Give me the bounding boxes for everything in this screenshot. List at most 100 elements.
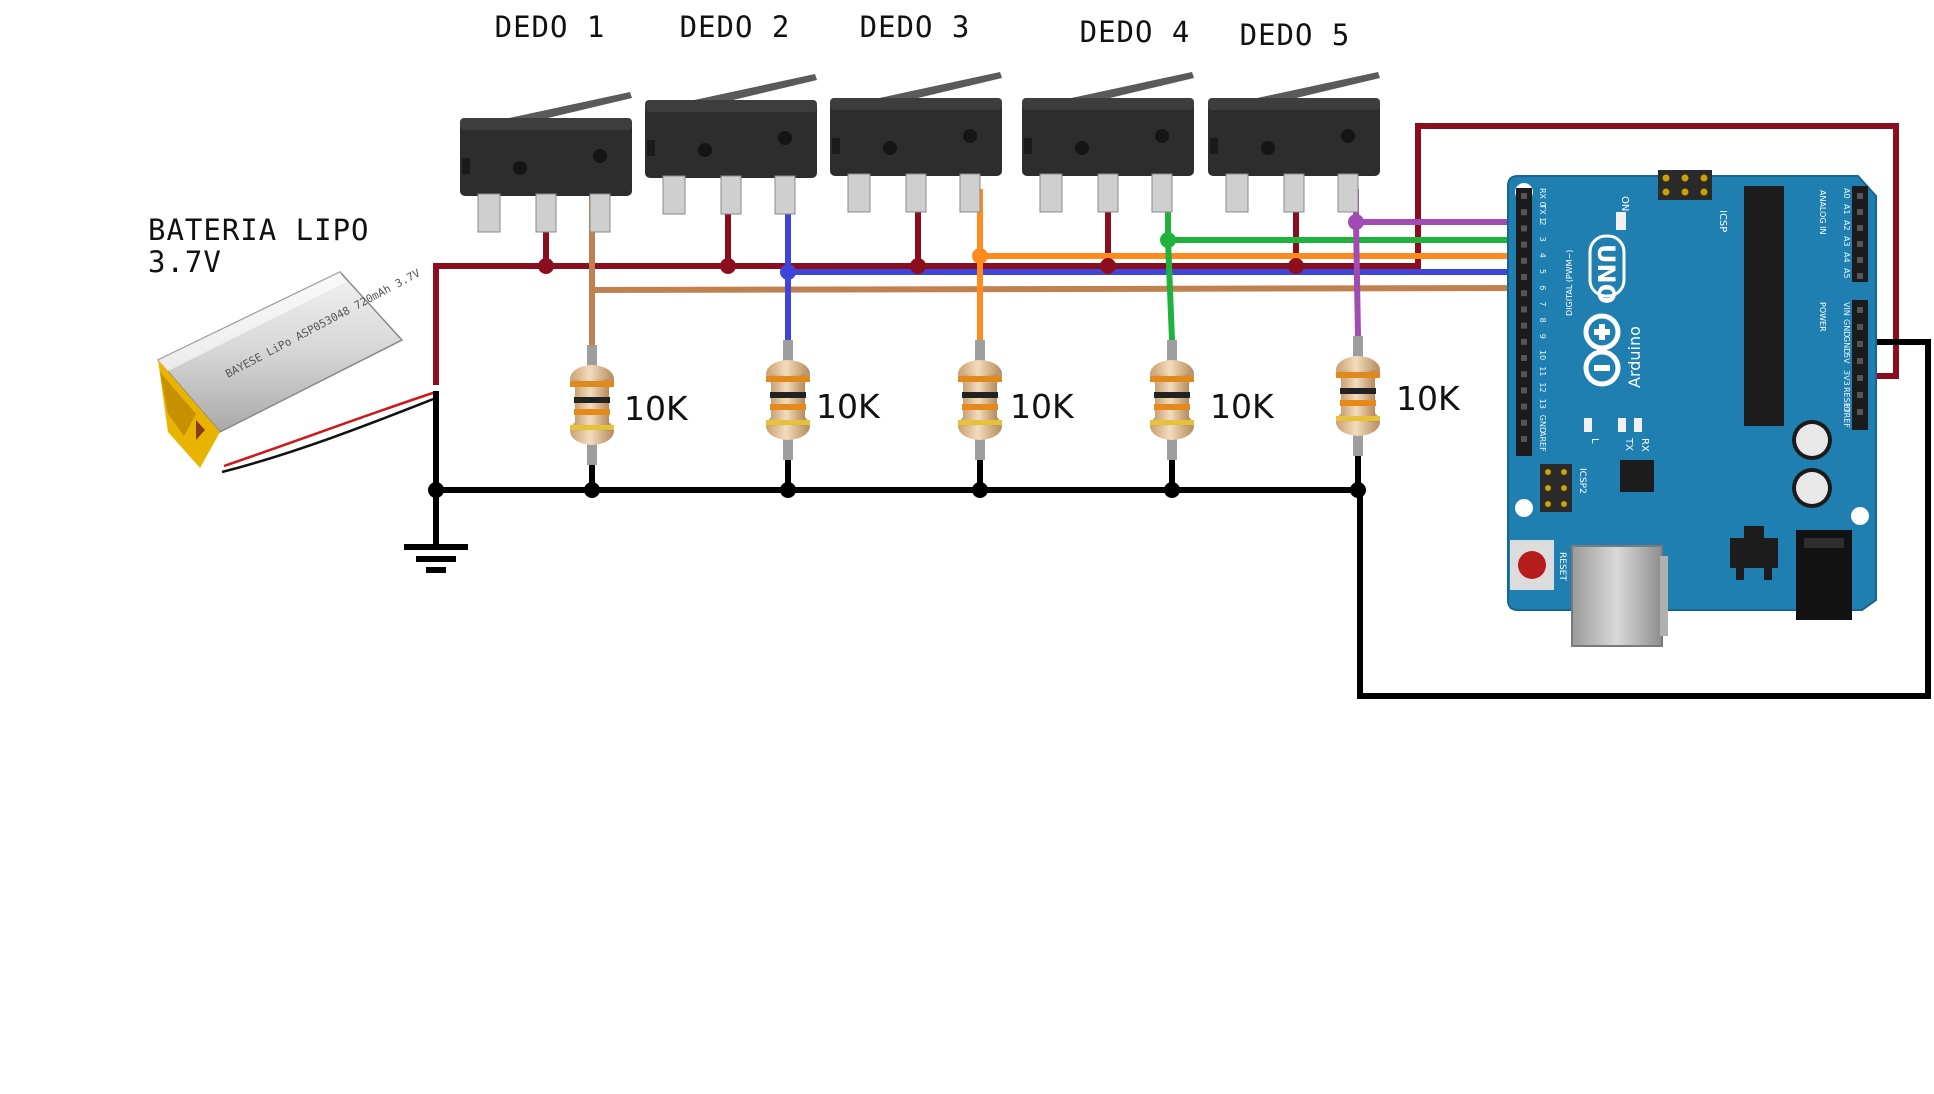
reset-button[interactable] [1518,551,1546,579]
vcc-junction-2 [720,258,736,274]
digital-pin-label: 4 [1538,253,1547,258]
ground-symbol [404,544,468,573]
digital-pin-label: 12 [1538,382,1547,392]
analog-pin [1857,257,1863,263]
digital-pin-label: 6 [1538,285,1547,290]
power-pin-label: RESET [1842,387,1851,413]
limit-switch-3 [829,71,1003,213]
resistor-value-5: 10K [1396,379,1461,418]
analog-pin [1857,225,1863,231]
power-pin-label: VIN [1842,302,1851,316]
signal-wire-5-to-resistor [1352,218,1362,340]
reset-label: RESET [1557,552,1567,581]
analog-pin-label: A3 [1842,236,1851,247]
on-label: ON [1619,196,1630,211]
power-header-label: POWER [1818,302,1827,332]
icsp-label: ICSP [1717,210,1728,232]
vcc-junction-5 [1288,258,1304,274]
battery-voltage: 3.7V [148,245,222,279]
digital-pin-label: TX 1 [1538,203,1547,222]
power-pin [1857,341,1863,347]
switch-label-1: DEDO 1 [495,10,606,44]
resistor-2 [766,340,810,460]
vcc-junction-3 [910,258,926,274]
limit-switch-1 [459,91,633,233]
resistor-4 [1150,340,1194,460]
resistor-5 [1336,336,1380,456]
vcc-junction-1 [538,258,554,274]
digital-pin [1521,436,1527,442]
signal-junction-2 [780,264,796,280]
signal-wire-4-to-resistor [1164,236,1176,344]
analog-pin [1857,241,1863,247]
switch-label-5: DEDO 5 [1240,18,1351,52]
digital-pin [1521,338,1527,345]
analog-pin-label: A5 [1842,268,1851,279]
digital-pin-label: 3 [1538,237,1547,242]
resistor-value-1: 10K [624,389,689,428]
digital-pin-label: 9 [1538,334,1547,339]
power-pin-label: IOREF [1842,404,1851,428]
resistor-value-3: 10K [1010,387,1075,426]
power-pin [1857,358,1863,364]
digital-pin [1521,419,1527,426]
gnd-junction-battery [428,482,444,498]
digital-pin [1521,257,1527,264]
usb-port [1571,545,1663,647]
digital-pin-label: 11 [1538,366,1547,376]
limit-switch-4 [1021,71,1195,213]
digital-pin-label: 13 [1538,399,1547,409]
gnd-junction-5 [1350,482,1366,498]
l-led-label: L [1589,438,1600,444]
vcc-junction-4 [1100,258,1116,274]
digital-pin [1521,193,1527,199]
signal-junction-4 [1160,232,1176,248]
analog-header-label: ANALOG IN [1818,190,1827,235]
power-pin [1857,409,1863,415]
digital-pin [1521,209,1527,216]
resistor-1 [570,345,614,465]
signal-wire-1-to-arduino [588,284,1538,294]
arduino-brand: Arduino [1625,326,1644,388]
power-pin [1857,392,1863,398]
digital-pin-label: 7 [1538,301,1547,306]
gnd-junction-2 [780,482,796,498]
limit-switch-5 [1207,71,1381,213]
gnd-junction-1 [584,482,600,498]
digital-pin [1521,225,1527,232]
signal-junction-3 [972,248,988,264]
tx-led-label: TX [1623,437,1634,451]
analog-pin [1857,209,1863,215]
analog-pin [1857,273,1863,279]
switch-label-3: DEDO 3 [860,10,971,44]
digital-pin-label: RX 0 [1538,188,1547,207]
lipo-battery: BAYESE LiPo ASP053048 720mAh 3.7V [156,266,437,474]
digital-pin [1521,274,1527,280]
digital-pin [1521,355,1527,361]
junctions [428,214,1366,498]
resistor-value-2: 10K [816,387,881,426]
digital-pin [1521,403,1527,410]
analog-pin-label: A1 [1842,204,1851,215]
power-pin-label: 3V3 [1842,370,1851,386]
resistor-3 [958,340,1002,460]
battery-title: BATERIA LIPO [148,213,370,247]
power-pin [1857,375,1863,381]
resistor-value-4: 10K [1210,387,1275,426]
digital-pin [1521,371,1527,378]
analog-pin-label: A4 [1842,252,1851,263]
switch-label-4: DEDO 4 [1080,15,1191,49]
limit-switches [459,71,1381,233]
digital-pin-label: 8 [1538,318,1547,323]
digital-pin-label: 2 [1538,220,1547,225]
power-pin-label: 5V [1842,353,1851,364]
uno-label: UNO [1592,244,1620,304]
digital-pin-label: AREF [1538,431,1547,452]
digital-pin [1521,387,1527,394]
digital-pin [1521,290,1527,297]
power-pin [1857,307,1863,313]
analog-pin-label: A0 [1842,188,1851,199]
